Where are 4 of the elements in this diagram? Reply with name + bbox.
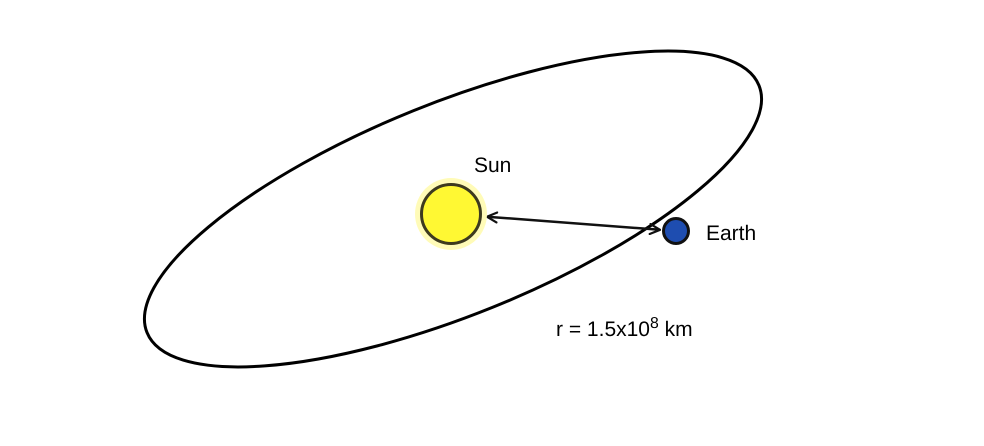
- double-arrow: [486, 211, 662, 236]
- node-label: Sun: [474, 153, 512, 179]
- radius-label: r = 1.5x10$^{8}$ km: [556, 314, 693, 343]
- node-label: Earth: [706, 221, 756, 247]
